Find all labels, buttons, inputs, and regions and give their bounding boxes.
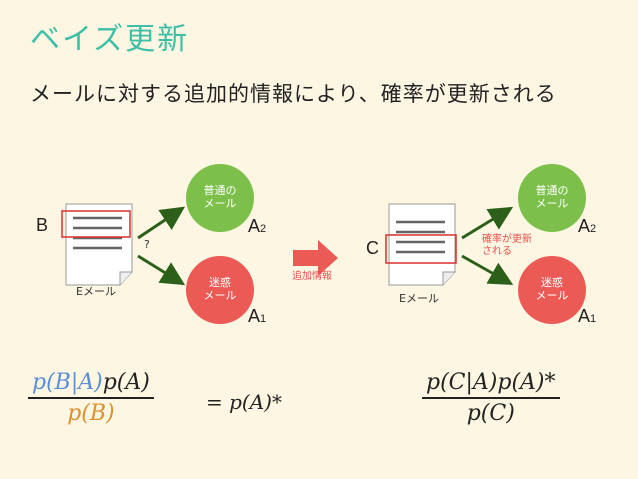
transition-arrow <box>293 240 338 276</box>
right-arrow-up <box>461 206 514 240</box>
right-doc-caption: Eメール <box>399 292 439 305</box>
right-a1-label: A1 <box>578 306 597 326</box>
formula-likelihood: p(B|A) <box>32 370 103 395</box>
right-normal-mail-circle <box>518 164 586 232</box>
slide-subtitle: メールに対する追加的情報により、確率が更新される <box>30 82 557 106</box>
right-spam-text: 迷惑 メール <box>535 276 569 302</box>
left-var-label: B <box>36 215 49 235</box>
transition-label: 追加情報 <box>292 271 332 282</box>
formula-prior: p(A) <box>102 370 150 395</box>
left-highlight-box <box>61 210 131 238</box>
left-formula-fraction: p(B|A)p(A) p(B) <box>28 370 154 426</box>
right-a2-label: A2 <box>578 216 597 236</box>
right-normal-mail-text: 普通の メール <box>535 184 569 210</box>
right-spam-circle <box>518 256 586 324</box>
left-arrow-down <box>137 254 186 286</box>
left-spam-circle <box>186 256 254 324</box>
left-a1-label: A1 <box>248 306 267 326</box>
left-spam-text: 迷惑 メール <box>203 276 237 302</box>
left-formula-rhs: = p(A)* <box>206 390 282 414</box>
slide-title: ベイズ更新 <box>30 22 190 57</box>
left-arrow-up <box>137 206 185 240</box>
left-email-document <box>65 203 133 286</box>
right-formula-denominator: p(C) <box>466 400 515 426</box>
left-a2-label: A2 <box>248 216 267 236</box>
right-email-document <box>388 203 456 286</box>
right-formula-fraction: p(C|A)p(A)* p(C) <box>422 370 560 426</box>
left-question-mark: ? <box>144 238 150 251</box>
left-normal-mail-text: 普通の メール <box>203 184 237 210</box>
left-doc-caption: Eメール <box>76 285 116 298</box>
update-note: 確率が更新 される <box>482 234 532 257</box>
right-highlight-box <box>385 234 457 264</box>
formula-evidence: p(B) <box>67 400 115 426</box>
right-formula-numerator: p(C|A)p(A)* <box>426 370 556 395</box>
right-arrow-down <box>461 254 514 285</box>
left-normal-mail-circle <box>186 164 254 232</box>
right-var-label: C <box>366 238 379 258</box>
